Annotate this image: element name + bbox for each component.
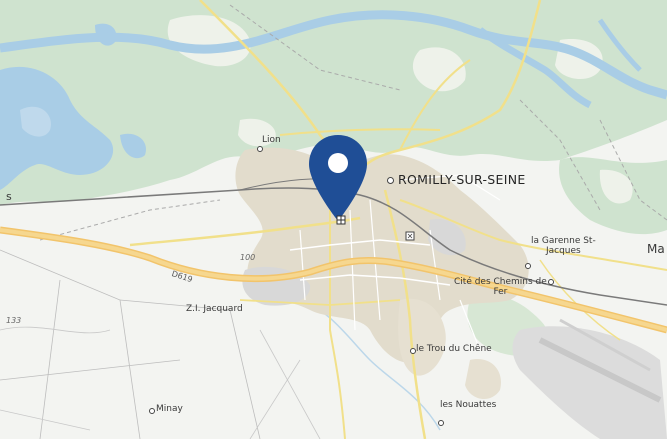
footpath bbox=[519, 99, 601, 211]
label-elevation-100: 100 bbox=[240, 253, 256, 262]
field-boundary bbox=[0, 326, 111, 334]
street bbox=[349, 209, 356, 331]
label-garenne-st-jacques: la Garenne St- Jacques bbox=[531, 236, 596, 256]
street bbox=[299, 229, 306, 301]
locality-dot-icon bbox=[525, 263, 531, 269]
clearing bbox=[238, 118, 276, 147]
river bbox=[0, 10, 667, 100]
label-elevation-133: 133 bbox=[6, 316, 22, 325]
river bbox=[477, 27, 592, 109]
street bbox=[289, 239, 431, 251]
locality-dot-icon bbox=[548, 279, 554, 285]
map-pin-icon[interactable] bbox=[307, 133, 369, 223]
forest-area bbox=[0, 0, 667, 205]
urban-area bbox=[465, 359, 501, 400]
runway bbox=[559, 318, 651, 372]
secondary-road bbox=[279, 128, 441, 136]
place-of-interest-icon bbox=[336, 212, 346, 225]
label-les-nouattes: les Nouattes bbox=[440, 400, 497, 410]
secondary-road bbox=[383, 189, 427, 439]
street bbox=[299, 274, 451, 286]
label-minay: Minay bbox=[156, 404, 183, 414]
label-lion: Lion bbox=[262, 135, 281, 145]
field-boundary bbox=[249, 359, 301, 439]
locality-dot-icon bbox=[410, 348, 416, 354]
street bbox=[429, 229, 441, 301]
runway bbox=[538, 337, 662, 403]
clearing bbox=[167, 15, 251, 67]
locality-dot-icon bbox=[257, 146, 263, 152]
clearing bbox=[599, 169, 633, 204]
locality-dot-icon bbox=[149, 408, 155, 414]
field-boundary bbox=[0, 409, 91, 431]
train-station-icon bbox=[407, 233, 413, 239]
locality-dot-icon bbox=[438, 420, 444, 426]
label-romilly-sur-seine: ROMILLY-SUR-SEINE bbox=[398, 172, 526, 187]
label-edge-left: s bbox=[6, 190, 12, 203]
footpath bbox=[39, 199, 221, 241]
label-cite-des-chemins-de-fer: Cité des Chemins de Fer bbox=[454, 277, 547, 297]
secondary-road bbox=[399, 59, 471, 151]
street bbox=[399, 174, 501, 201]
town-dot-icon bbox=[387, 177, 394, 184]
lake bbox=[120, 133, 146, 159]
major-road-d619 bbox=[0, 228, 667, 332]
label-zi-jacquard: Z.I. Jacquard bbox=[186, 304, 243, 314]
secondary-road bbox=[329, 210, 346, 439]
secondary-road bbox=[359, 0, 542, 171]
field-boundary bbox=[39, 279, 61, 439]
field-boundary bbox=[0, 359, 181, 381]
footpath bbox=[229, 4, 401, 91]
label-le-trou-du-chene: le Trou du Chêne bbox=[416, 344, 492, 354]
industrial-area bbox=[512, 326, 667, 439]
secondary-road bbox=[399, 199, 667, 271]
secondary-road bbox=[239, 299, 401, 306]
river bbox=[597, 18, 642, 72]
lake bbox=[0, 66, 114, 190]
clearing bbox=[412, 47, 466, 92]
street bbox=[459, 299, 481, 351]
field-boundary bbox=[119, 299, 261, 439]
urban-area bbox=[235, 147, 529, 363]
footpath bbox=[599, 119, 667, 221]
industrial-area bbox=[428, 219, 466, 256]
lake bbox=[20, 106, 51, 137]
label-edge-right: Ma bbox=[647, 242, 665, 256]
field-boundary bbox=[259, 329, 321, 439]
